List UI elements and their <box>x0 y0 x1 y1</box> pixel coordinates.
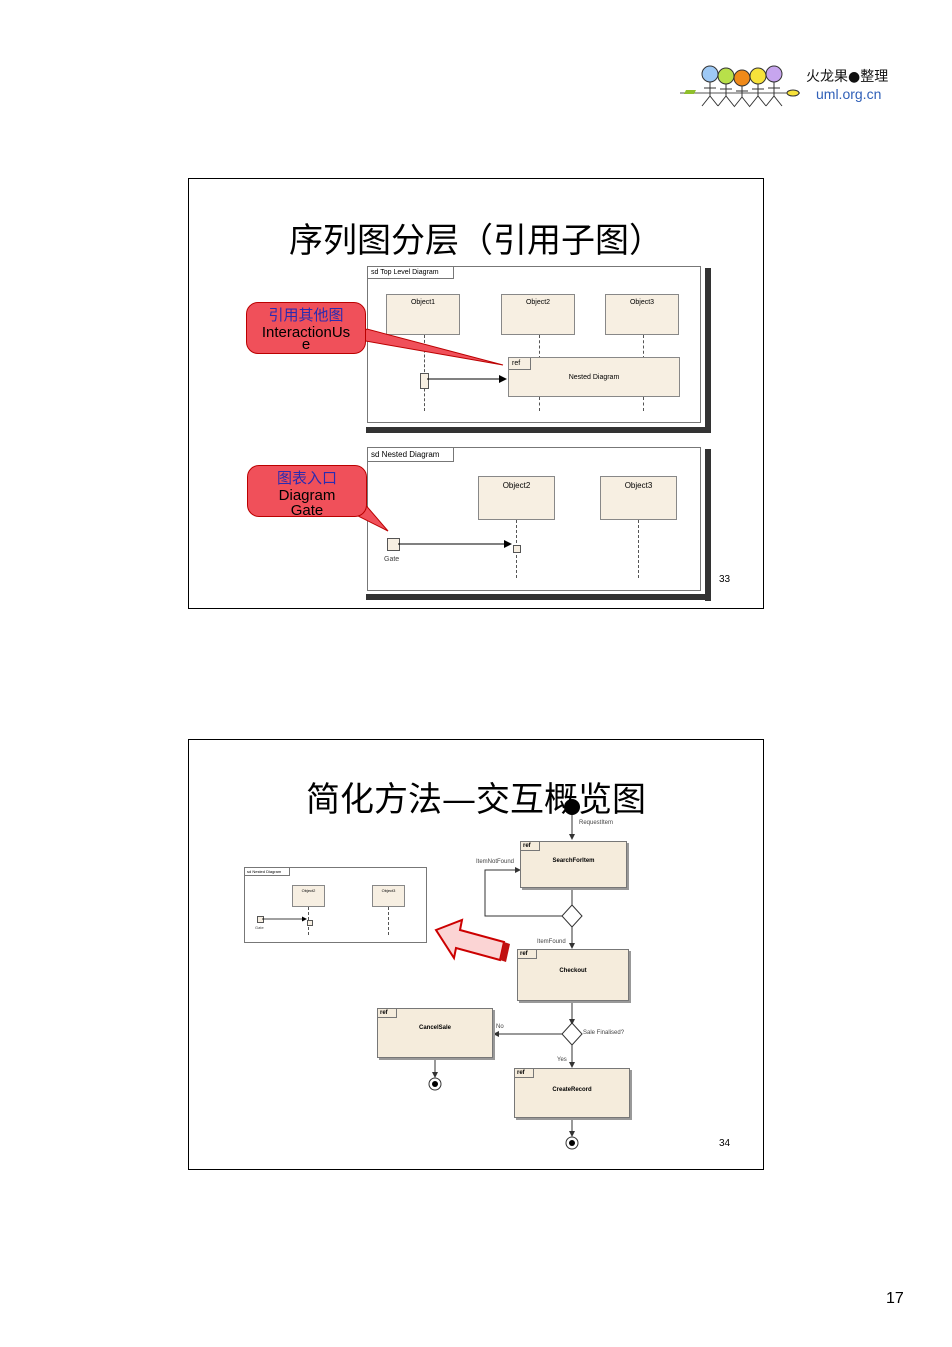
ref-label: ref <box>509 358 532 370</box>
gate-label: Gate <box>384 556 400 563</box>
message-arrow <box>398 540 512 548</box>
activity-label: CancelSale <box>418 1025 452 1031</box>
activity-label: SearchForItem <box>552 858 595 864</box>
callout-en: Diagram <box>278 487 336 504</box>
frame-shadow <box>366 427 711 433</box>
activity-checkout: ref Checkout <box>517 949 629 1001</box>
frame-shadow <box>705 449 711 601</box>
callout-en: e <box>301 336 311 353</box>
frame-label: sd Top Level Diagram <box>368 267 454 279</box>
logo-url: uml.org.cn <box>816 86 882 102</box>
lifeline-dash <box>643 397 644 411</box>
callout-en: InteractionUs <box>261 324 351 341</box>
edge-label-yes: Yes <box>557 1057 567 1063</box>
gate-icon <box>257 916 264 923</box>
lifeline-dash <box>638 520 639 578</box>
ref-label: ref <box>515 1069 534 1078</box>
frame-label: sd Nested Diagram <box>368 448 455 462</box>
frame-shadow <box>705 268 711 433</box>
gate-label: Gate <box>255 925 264 930</box>
edge-label-request: RequestItem <box>579 820 614 826</box>
lifeline-dash <box>388 907 389 935</box>
callout-diagram-gate: 图表入口 Diagram Gate <box>247 465 367 519</box>
flow-connectors <box>428 799 583 1150</box>
ref-label: ref <box>521 842 540 851</box>
edge-label-no: No <box>496 1024 504 1030</box>
lifeline-object2: Object2 <box>292 885 325 907</box>
callout-interaction-use: 引用其他图 InteractionUs e <box>246 302 366 354</box>
slide-title: 简化方法—交互概览图 <box>306 780 646 820</box>
edge-label-found: ItemFound <box>537 939 566 945</box>
activity-label: Checkout <box>559 968 587 974</box>
nested-diagram-frame: sd Nested Diagram Object2 Object3 Gate <box>367 447 701 591</box>
lifeline-dash <box>539 335 540 359</box>
ref-text: Nested Diagram <box>568 374 620 381</box>
logo-name: 火龙果●整理 <box>806 69 889 85</box>
lifeline-object2: Object2 <box>478 476 555 520</box>
slide-title: 序列图分层（引用子图） <box>289 221 663 261</box>
callout-en: Gate <box>290 502 324 519</box>
activity-label: CreateRecord <box>552 1087 592 1093</box>
frame-shadow <box>366 594 711 600</box>
callout-pointer <box>343 328 504 532</box>
slide-number: 33 <box>719 574 731 585</box>
interaction-use-box: ref Nested Diagram <box>508 357 680 397</box>
callout-cn: 引用其他图 <box>268 307 344 324</box>
slide-34: 简化方法—交互概览图 sd Nested Diagram Object2 Obj… <box>188 739 764 1170</box>
ref-label: ref <box>518 950 537 959</box>
edge-label-finalised: Sale Finalised? <box>583 1030 625 1036</box>
lifeline-object3: Object3 <box>605 294 679 335</box>
slide-33: 序列图分层（引用子图） sd Top Level Diagram Object1… <box>188 178 764 609</box>
lifeline-dash <box>643 335 644 359</box>
lifeline-object1: Object1 <box>386 294 460 335</box>
slide-number: 34 <box>719 1138 731 1149</box>
lifeline-object3: Object3 <box>600 476 677 520</box>
message-arrow <box>427 375 507 383</box>
thumbnail-diagram: sd Nested Diagram Object2 Object3 Gate <box>244 867 427 943</box>
gate-icon <box>307 920 313 926</box>
activity-search-for-item: ref SearchForItem <box>520 841 627 888</box>
edge-label-not-found: ItemNotFound <box>476 859 515 865</box>
logo-figures-icon <box>680 65 800 108</box>
lifeline-dash <box>539 397 540 411</box>
gate-icon <box>513 545 521 553</box>
ref-label: ref <box>378 1009 397 1018</box>
activation-bar <box>420 373 429 389</box>
activity-create-record: ref CreateRecord <box>514 1068 630 1118</box>
logo: 火龙果●整理 uml.org.cn <box>680 62 920 112</box>
lifeline-object3: Object3 <box>372 885 405 907</box>
red-arrow-icon <box>434 918 510 962</box>
page-number: 17 <box>886 1290 904 1307</box>
callout-cn: 图表入口 <box>276 470 337 487</box>
frame-label: sd Nested Diagram <box>245 868 291 876</box>
message-arrow <box>262 916 307 922</box>
activity-cancel-sale: ref CancelSale <box>377 1008 493 1058</box>
lifeline-object2: Object2 <box>501 294 575 335</box>
